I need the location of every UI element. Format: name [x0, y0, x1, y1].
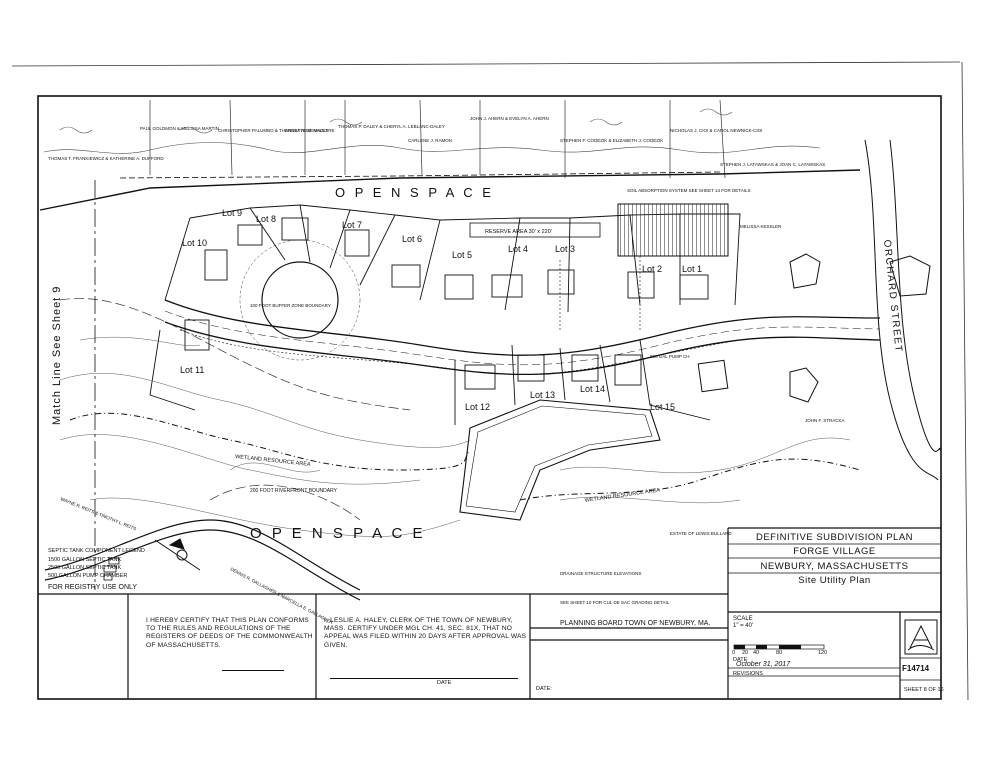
plan-title: DEFINITIVE SUBDIVISION PLAN [755, 532, 914, 543]
abutter-label: STEPHEN J. LATAWSKAS & JOAN C. LATAWSKAS [720, 162, 825, 167]
pump-note: 500 GAL PUMP CH [650, 354, 690, 359]
abutter-label: JOHN F. STRACKA [805, 418, 845, 423]
orchard-street [864, 139, 941, 481]
registry-label: FOR REGISTRY USE ONLY [48, 584, 138, 591]
revisions-label: REVISIONS [733, 671, 763, 677]
buffer-line [59, 298, 411, 521]
match-line-label: Match Line See Sheet 9 [51, 286, 63, 425]
open-space-boundary-top-2 [119, 171, 721, 179]
lot-label: Lot 11 [180, 365, 204, 375]
lot-label: Lot 14 [580, 384, 605, 394]
scale-bar [733, 644, 825, 650]
buffer-note: 100 FOOT BUFFER ZONE BOUNDARY [250, 303, 331, 308]
open-space-boundary-top [39, 169, 861, 211]
title-block-grid [38, 527, 941, 699]
scale-tick: 40 [753, 650, 760, 656]
date-short-label: DATE: [536, 686, 552, 692]
north-arrow-icon [154, 538, 201, 571]
abutter-label: MELISSA KESSLER [740, 224, 782, 229]
wetland-label-2: WETLAND RESOURCE AREA [584, 487, 660, 504]
date-caption: DATE [437, 680, 452, 686]
sheet-edge [11, 61, 961, 67]
utility-lines [179, 256, 741, 375]
roadway [164, 299, 881, 376]
legend-item: 1500 GALLON SEPTIC TANK [48, 557, 122, 563]
scale-tick: 20 [742, 650, 749, 656]
date-value: October 31, 2017 [736, 661, 791, 668]
detention-basin [459, 399, 661, 521]
legend-symbols [103, 557, 120, 581]
drainage-note: SEE SHEET 10 FOR CUL DE SAC GRADING DETA… [560, 600, 670, 605]
plan-border [37, 95, 942, 700]
abutter-label: ESTATE OF LEWIS BULLARD [670, 531, 732, 536]
sheet-subtitle: Site Utility Plan [798, 575, 871, 586]
lot-label: Lot 13 [530, 390, 555, 400]
lot-label: Lot 9 [222, 208, 242, 218]
scale-tick: 120 [818, 650, 828, 656]
date-label: DATE [733, 657, 748, 663]
cul-de-sac [261, 261, 339, 339]
signature-line [222, 670, 284, 671]
soil-absorption-note: SOIL ABSORPTION SYSTEM SEE SHEET 14 FOR … [627, 188, 750, 193]
open-space-top-label: O P E N S P A C E [335, 185, 494, 200]
reserve-area [469, 222, 601, 238]
cul-de-sac-offset [239, 239, 361, 361]
abutter-label: CARLENE J. RAMON [408, 138, 452, 143]
lot-label: Lot 10 [182, 238, 207, 248]
drainage-title: DRAINAGE STRUCTURE ELEVATIONS [560, 571, 641, 576]
clerk-certificate: I, LESLIE A. HALEY, CLERK OF THE TOWN OF… [324, 617, 527, 649]
sheet-number: SHEET 8 OF 16 [904, 687, 944, 693]
riverfront-label: 200 FOOT RIVERFRONT BOUNDARY [250, 488, 338, 494]
lot-label: Lot 5 [452, 250, 472, 260]
legend-title: SEPTIC TANK COMPONENT LEGEND [48, 548, 145, 554]
legend-item: 2500 GALLON SEPTIC TANK [48, 565, 122, 571]
abutter-label: CHRISTOPHER PALUMBO & THERESA ARSENAULT [218, 128, 328, 133]
sheet-edge-right [961, 61, 969, 701]
legend-item: 500 GALLON PUMP CHAMBER [48, 573, 128, 579]
scale-tick: 80 [776, 650, 783, 656]
lot-label: Lot 1 [682, 264, 702, 274]
scale-value: 1" = 40' [733, 623, 754, 629]
scale-tick: 0 [732, 650, 736, 656]
abutter-label: THOMAS P. DALEY & CHERYL A. LEBLANC-DALE… [338, 124, 445, 129]
abutter-label: ANNETTE M. MAGUIRE [285, 128, 335, 133]
abutter-label: THOMAS T. FRANKIEWICZ & KATHERINE A. DUF… [48, 156, 164, 161]
abutter-label: NICHOLAS J. CIOI & CAROL NEWNICK-CIOI [670, 128, 762, 133]
project-name: FORGE VILLAGE [793, 546, 876, 557]
lot-label: Lot 3 [555, 244, 575, 254]
title-block-inner-lines [728, 543, 941, 681]
lot-label: Lot 2 [642, 264, 662, 274]
soil-absorption-system [617, 203, 729, 257]
abutter-label: STEPHEN F. CODEZIK & ELIZABETH J. CODEZI… [560, 138, 663, 143]
stream [44, 519, 361, 601]
lot-label: Lot 12 [465, 402, 490, 412]
scale-label: SCALE [733, 616, 753, 622]
lot-lines-south [149, 329, 711, 425]
wetland-line [69, 412, 861, 501]
lot-label: Lot 7 [342, 220, 362, 230]
abutter-lines [149, 99, 726, 179]
lot-label: Lot 15 [650, 402, 675, 412]
open-space-bottom-label: O P E N S P A C E [250, 525, 426, 542]
contours [59, 336, 851, 537]
signature-line [330, 678, 518, 679]
tree-line [43, 108, 821, 154]
abutter-label: JOHN J. AHERN & EVELYN A. AHERN [470, 116, 549, 121]
project-location: NEWBURY, MASSACHUSETTS [760, 561, 909, 572]
abutter-label: WAYNE R. REITS & TIMOTHY L. REITS [60, 496, 137, 531]
reserve-area-label: RESERVE AREA 30' x 220' [485, 229, 552, 235]
lot-label: Lot 6 [402, 234, 422, 244]
existing-structures [697, 253, 931, 403]
registers-certificate: I HEREBY CERTIFY THAT THIS PLAN CONFORMS… [146, 617, 313, 649]
planning-board-label: PLANNING BOARD TOWN OF NEWBURY, MA. [560, 620, 711, 627]
house-footprints [184, 217, 709, 390]
file-number: F14714 [902, 664, 930, 673]
abutter-label: PAUL GOLDMON & MELISSA MARTIN [140, 126, 219, 131]
engineer-logo-icon [904, 619, 938, 655]
lot-label: Lot 4 [508, 244, 528, 254]
lot-label: Lot 8 [256, 214, 276, 224]
